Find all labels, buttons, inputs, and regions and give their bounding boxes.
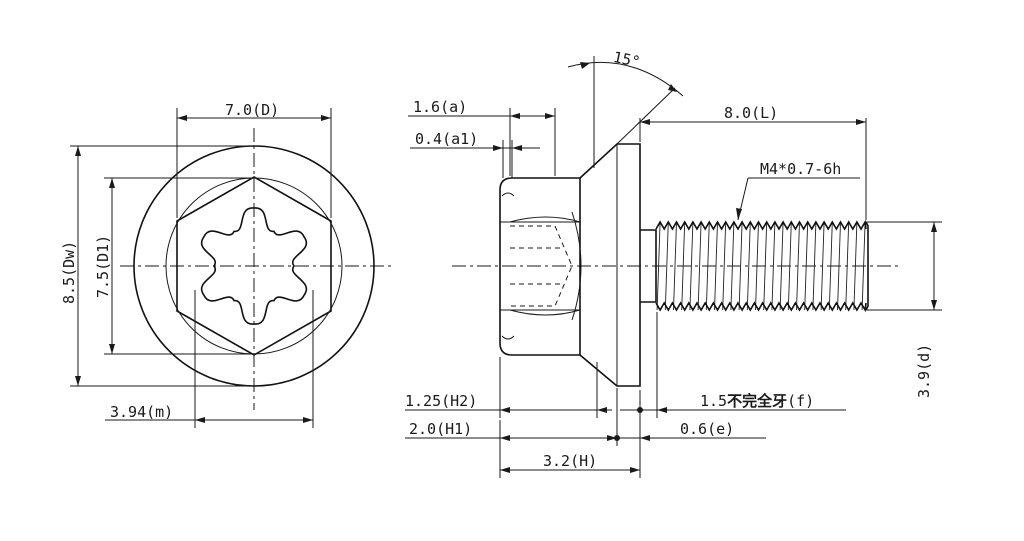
thread-callout-label: M4*0.7-6h [760,160,841,178]
threaded-shank [640,219,869,313]
dim-h2-label: 1.25(H2) [405,392,477,410]
hex-head-outline [499,177,581,356]
end-view-dimensions: 7.0(D) 8.5(Dw) 7.5(D1) 3.94(m) [60,101,332,428]
flange-outline [579,143,641,387]
torx-recess [200,207,308,325]
dim-d-shank-label: 3.9(d) [915,344,933,398]
dim-h1-label: 2.0(H1) [409,420,472,438]
dim-angle-label: 15° [612,48,642,71]
dim-m-label: 3.94(m) [110,403,173,421]
dim-h-label: 3.2(H) [543,452,597,470]
hex-outline [176,176,332,356]
end-view [120,128,392,410]
dim-e-label: 0.6(e) [680,420,734,438]
dim-a-label: 1.6(a) [413,98,467,116]
dim-d1-label: 7.5(D1) [94,235,112,298]
side-view [452,143,902,387]
dim-d-label: 7.0(D) [225,101,279,119]
dim-dw-label: 8.5(Dw) [60,241,78,304]
dim-l-label: 8.0(L) [724,104,778,122]
dim-f-label: 1.5不完全牙(f) [700,392,814,410]
dim-a1-label: 0.4(a1) [415,130,478,148]
side-view-dimensions: 1.6(a) 0.4(a1) 15° 8.0(L) M4*0.7-6h [405,48,942,478]
recess-hidden-lines [510,225,573,307]
